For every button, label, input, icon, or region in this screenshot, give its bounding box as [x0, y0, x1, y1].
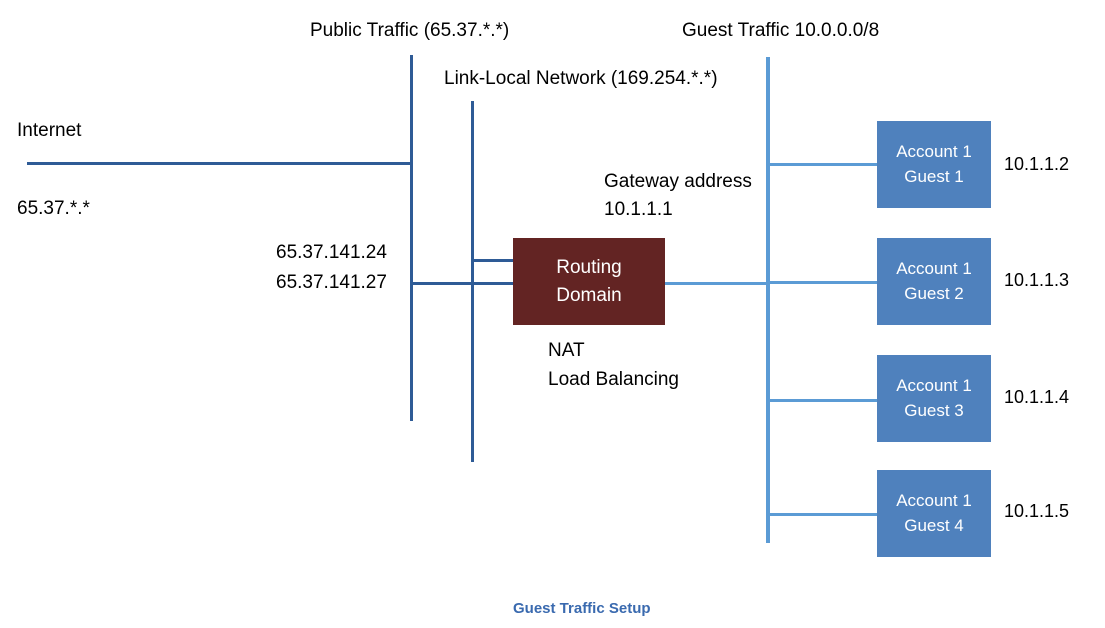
guest-2-connector-line — [766, 281, 879, 284]
link-local-backbone-line — [471, 101, 474, 462]
routing-domain-line-2: Domain — [556, 284, 622, 306]
gateway-address-label: Gateway address — [604, 171, 752, 192]
routing-domain-line-1: Routing — [556, 256, 622, 278]
diagram-caption: Guest Traffic Setup — [513, 600, 651, 617]
gateway-address-value: 10.1.1.1 — [604, 199, 673, 220]
guest-2-name: Guest 2 — [904, 283, 964, 303]
guest-3-name: Guest 3 — [904, 400, 964, 420]
link-local-to-router-line — [471, 259, 516, 262]
guest-3-account: Account 1 — [896, 375, 972, 395]
guest-1-ip-label: 10.1.1.2 — [1004, 154, 1070, 174]
guest-3-connector-line — [766, 399, 879, 402]
public-traffic-backbone-line — [410, 55, 413, 421]
guest-4-connector-line — [766, 513, 879, 516]
guest-4-name: Guest 4 — [904, 515, 964, 535]
guest-2-box[interactable]: Account 1 Guest 2 — [877, 238, 991, 325]
nat-label: NAT — [548, 340, 585, 361]
guest-2-ip-label: 10.1.1.3 — [1004, 270, 1070, 290]
guest-1-connector-line — [766, 163, 879, 166]
guest-4-account: Account 1 — [896, 490, 972, 510]
guest-traffic-backbone-line — [766, 57, 770, 543]
guest-1-name: Guest 1 — [904, 166, 964, 186]
load-balancing-label: Load Balancing — [548, 369, 679, 390]
guest-1-account: Account 1 — [896, 141, 972, 161]
guest-traffic-label: Guest Traffic 10.0.0.0/8 — [682, 20, 880, 41]
guest-2-account: Account 1 — [896, 258, 972, 278]
internet-label: Internet — [17, 120, 82, 141]
router-to-guest-backbone-line — [663, 282, 769, 285]
guest-3-box[interactable]: Account 1 Guest 3 — [877, 355, 991, 442]
guest-1-box[interactable]: Account 1 Guest 1 — [877, 121, 991, 208]
public-ip-2-label: 65.37.141.27 — [276, 272, 387, 293]
guest-4-ip-label: 10.1.1.5 — [1004, 501, 1070, 521]
guest-3-ip-label: 10.1.1.4 — [1004, 387, 1070, 407]
routing-domain-box[interactable]: Routing Domain — [513, 238, 665, 325]
public-traffic-label: Public Traffic (65.37.*.*) — [310, 20, 510, 41]
link-local-network-label: Link-Local Network (169.254.*.*) — [444, 68, 718, 89]
internet-uplink-line — [27, 162, 413, 165]
guest-4-box[interactable]: Account 1 Guest 4 — [877, 470, 991, 557]
internet-subnet-label: 65.37.*.* — [17, 198, 90, 219]
public-ip-1-label: 65.37.141.24 — [276, 242, 387, 263]
public-traffic-to-router-line — [410, 282, 516, 285]
